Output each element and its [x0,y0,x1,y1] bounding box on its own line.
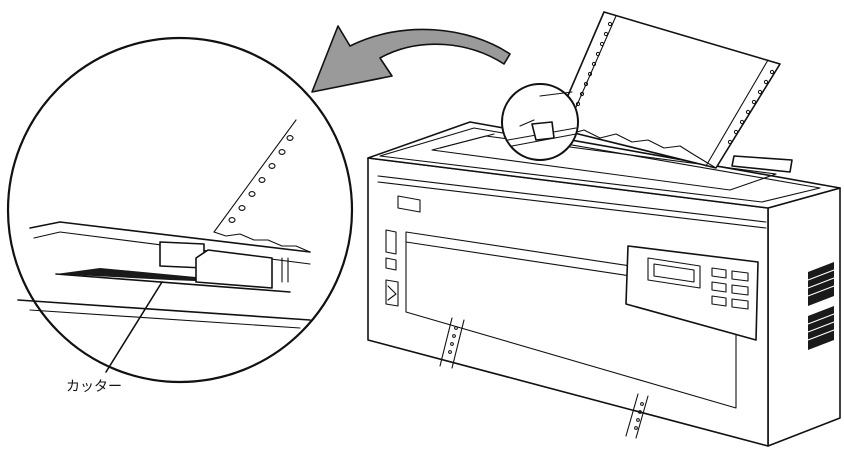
leader-line [105,281,163,373]
curved-arrow [311,25,511,93]
paper-bottom [439,317,649,439]
cutter-label: カッター [66,379,122,395]
detail-circle [501,83,579,161]
paper-sheet [553,11,781,169]
magnified-circle [6,36,354,384]
printer [367,121,841,447]
